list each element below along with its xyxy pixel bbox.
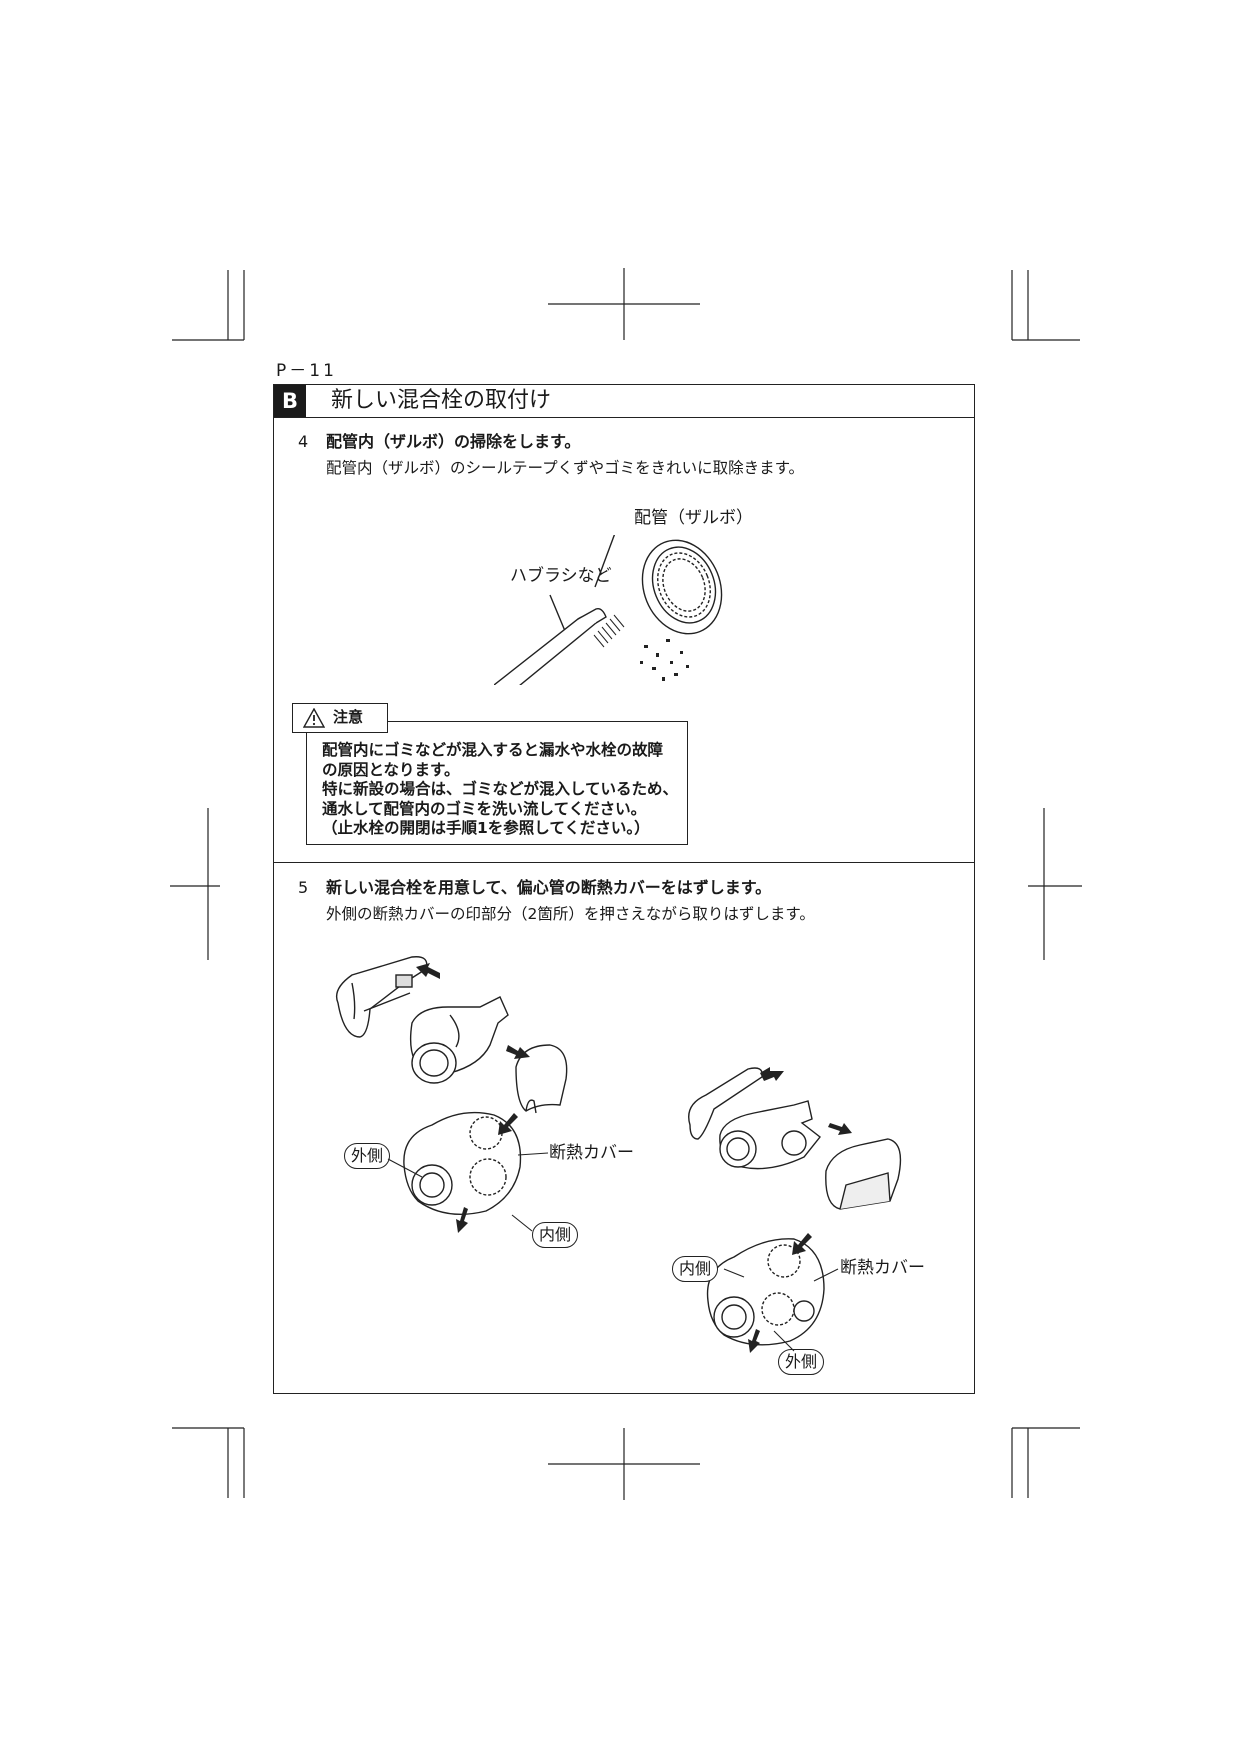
left-outer-badge: 外側 — [344, 1143, 391, 1169]
label-brush: ハブラシなど — [510, 566, 612, 586]
step4-heading: 4 配管内（ザルボ）の掃除をします。 — [298, 431, 580, 453]
left-label-outer: 外側 — [344, 1143, 391, 1169]
step4-description: 配管内（ザルボ）のシールテープくずやゴミをきれいに取除きます。 — [326, 459, 805, 477]
caution-tag: 注意 — [292, 703, 388, 733]
caution-text: 配管内にゴミなどが混入すると漏水や水栓の故障 の原因となります。 特に新設の場合… — [322, 741, 682, 839]
left-inner-badge: 内側 — [532, 1222, 579, 1248]
right-exploded-illustration — [688, 1067, 902, 1210]
pipe-cleaning-illustration — [494, 535, 723, 685]
caution-box — [306, 721, 688, 845]
label-pipe: 配管（ザルボ） — [634, 508, 753, 528]
caution-line: （止水栓の開閉は手順1を参照してください。） — [322, 819, 650, 837]
step5-number: 5 — [298, 878, 309, 897]
left-exploded-illustration — [335, 956, 568, 1114]
caution-line: 通水して配管内のゴミを洗い流してください。 — [322, 799, 647, 818]
step4-number: 4 — [298, 432, 309, 451]
right-cover-diagram — [706, 1233, 825, 1353]
right-outer-badge: 外側 — [778, 1349, 825, 1375]
step5-heading: 5 新しい混合栓を用意して、偏心管の断熱カバーをはずします。 — [298, 877, 771, 899]
left-label-cover: 断熱カバー — [549, 1143, 634, 1163]
left-label-inner: 内側 — [532, 1222, 579, 1248]
left-cover-diagram — [403, 1111, 522, 1233]
caution-line: 配管内にゴミなどが混入すると漏水や水栓の故障 — [322, 741, 664, 759]
caution-line: の原因となります。 — [322, 760, 460, 779]
step-divider — [274, 862, 974, 863]
warning-triangle-icon — [303, 708, 325, 728]
content-frame: B 新しい混合栓の取付け 4 配管内（ザルボ）の掃除をします。 配管内（ザルボ）の… — [273, 384, 975, 1394]
right-inner-badge: 内側 — [672, 1256, 719, 1282]
caution-title: 注意 — [333, 708, 364, 726]
page-number: P－11 — [276, 361, 337, 381]
section-badge: B — [274, 385, 306, 417]
right-label-inner: 内側 — [672, 1256, 719, 1282]
right-label-cover: 断熱カバー — [840, 1258, 925, 1278]
caution-line: 特に新設の場合は、ゴミなどが混入しているため、 — [322, 780, 679, 798]
section-header: B 新しい混合栓の取付け — [274, 385, 974, 418]
leader-lines — [387, 1152, 839, 1352]
right-label-outer: 外側 — [778, 1349, 825, 1375]
step4-title: 配管内（ザルボ）の掃除をします。 — [326, 432, 581, 451]
section-title: 新しい混合栓の取付け — [331, 388, 552, 413]
step5-description: 外側の断熱カバーの印部分（2箇所）を押さえながら取りはずします。 — [326, 905, 815, 923]
step5-title: 新しい混合栓を用意して、偏心管の断熱カバーをはずします。 — [326, 878, 772, 897]
